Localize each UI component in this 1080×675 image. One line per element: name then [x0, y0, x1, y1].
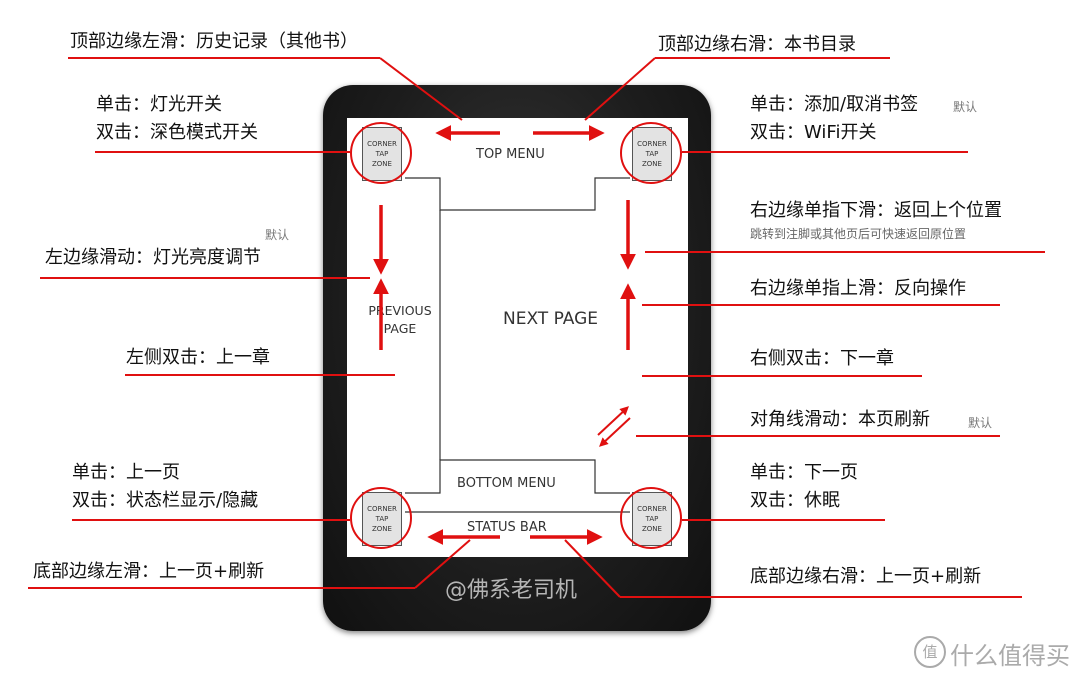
top-menu-label: TOP MENU	[476, 147, 545, 162]
label-top-edge-right-swipe: 顶部边缘右滑：本书目录	[658, 34, 856, 55]
default-tag-brightness: 默认	[265, 228, 290, 242]
leader-bottom-edge-left	[414, 539, 471, 589]
label-top-edge-left-swipe: 顶部边缘左滑：历史记录（其他书）	[70, 31, 358, 52]
next-page-label: NEXT PAGE	[503, 309, 599, 329]
top-menu-zone-outline	[405, 177, 630, 211]
leader-bottom-edge-right	[564, 539, 621, 598]
arrow-diagonal-down	[599, 417, 631, 447]
label-bottom-edge-left-swipe: 底部边缘左滑：上一页+刷新	[33, 561, 265, 582]
label-top-left-tap: 单击：灯光开关	[96, 94, 222, 115]
corner-circle-bottom-left	[350, 487, 412, 549]
author-watermark: @佛系老司机	[445, 578, 578, 603]
brand-watermark: 什么值得买	[950, 642, 1070, 670]
default-tag-bookmark: 默认	[953, 100, 978, 114]
corner-tap-zone-bottom-left[interactable]: CORNER TAP ZONE	[362, 492, 402, 546]
label-left-double-tap: 左侧双击：上一章	[126, 347, 270, 368]
corner-circle-bottom-right	[620, 487, 682, 549]
label-bottom-left-tap: 单击：上一页	[72, 462, 180, 483]
corner-circle-top-left	[350, 122, 412, 184]
bottom-menu-zone-outline	[405, 459, 630, 494]
arrow-diagonal-up	[597, 406, 629, 436]
status-bar-label: STATUS BAR	[467, 520, 547, 535]
corner-tap-zone-top-left[interactable]: CORNER TAP ZONE	[362, 127, 402, 181]
label-left-edge-slide: 左边缘滑动：灯光亮度调节	[45, 247, 261, 268]
corner-circle-top-right	[620, 122, 682, 184]
label-right-edge-swipe-down-note: 跳转到注脚或其他页后可快速返回原位置	[750, 227, 967, 241]
corner-tap-zone-bottom-right[interactable]: CORNER TAP ZONE	[632, 492, 672, 546]
brand-logo-icon: 值	[914, 636, 946, 668]
label-top-right-double-tap: 双击：WiFi开关	[750, 122, 877, 143]
ereader-screen	[347, 118, 688, 557]
leader-top-edge-right	[584, 57, 656, 121]
label-top-right-tap: 单击：添加/取消书签	[750, 94, 919, 115]
label-bottom-edge-right-swipe: 底部边缘右滑：上一页+刷新	[750, 566, 982, 587]
label-right-edge-swipe-up: 右边缘单指上滑：反向操作	[750, 278, 966, 299]
label-top-left-double-tap: 双击：深色模式开关	[96, 122, 258, 143]
bottom-menu-label: BOTTOM MENU	[457, 476, 556, 491]
label-diagonal-swipe: 对角线滑动：本页刷新	[750, 409, 930, 430]
corner-tap-zone-top-right[interactable]: CORNER TAP ZONE	[632, 127, 672, 181]
label-bottom-left-double-tap: 双击：状态栏显示/隐藏	[72, 490, 259, 511]
leader-top-edge-left	[379, 57, 463, 121]
label-right-edge-swipe-down: 右边缘单指下滑：返回上个位置	[750, 200, 1002, 221]
default-tag-refresh: 默认	[968, 416, 993, 430]
previous-page-label: PREVIOUS PAGE	[368, 303, 432, 336]
label-bottom-right-tap: 单击：下一页	[750, 462, 858, 483]
label-right-double-tap: 右侧双击：下一章	[750, 348, 894, 369]
label-bottom-right-double-tap: 双击：休眠	[750, 490, 840, 511]
